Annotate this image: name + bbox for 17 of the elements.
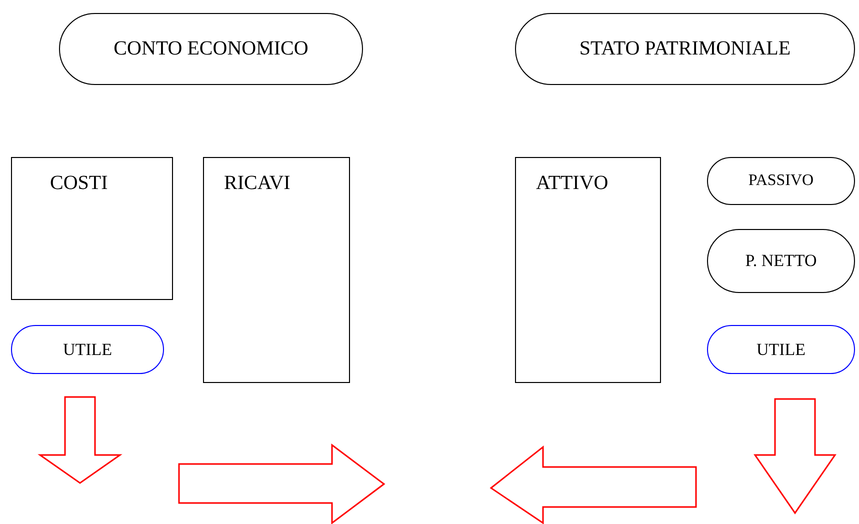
node-label: UTILE [756,340,806,360]
block-arrow [754,398,836,514]
account-box [11,157,173,300]
account-box [203,157,350,383]
account-box [515,157,661,383]
node-label: ATTIVO [536,172,608,195]
node-label: CONTO ECONOMICO [114,38,308,60]
node-label: P. NETTO [745,251,817,271]
node-label: STATO PATRIMONIALE [579,38,791,60]
node-label: PASSIVO [748,172,814,190]
node-label: RICAVI [224,172,290,195]
node-label: COSTI [50,172,108,195]
profit-pill [707,325,855,374]
profit-pill [11,325,164,374]
account-pill [707,157,855,205]
node-label: UTILE [62,340,112,360]
block-arrow [38,396,122,484]
